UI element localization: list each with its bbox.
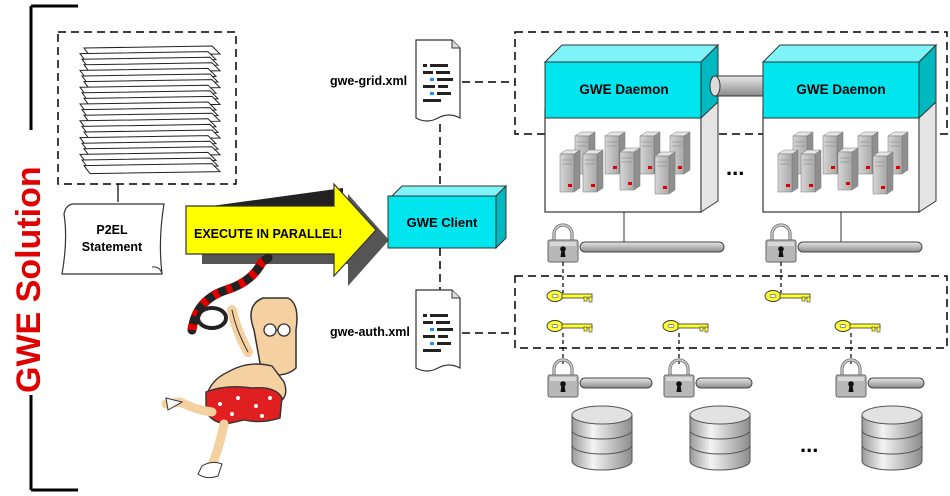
paper-sheet (83, 163, 222, 175)
key-icon (764, 290, 811, 303)
database-icon (861, 405, 923, 471)
document-stack-icon (79, 45, 222, 175)
server-cluster-1 (559, 131, 691, 195)
daemon-node-1: GWE Daemon (543, 43, 720, 213)
grid-xml-doc-icon (415, 39, 461, 122)
solution-bracket (29, 4, 78, 492)
key-icon (546, 290, 593, 303)
documents-group-border (57, 31, 237, 185)
execute-label: EXECUTE IN PARALLEL! (194, 227, 342, 241)
p2el-label-line1: P2EL (96, 223, 128, 237)
daemon-node-2: GWE Daemon (761, 43, 938, 213)
p2el-statement-shape: P2EL Statement (61, 203, 165, 275)
daemons-group-border (514, 31, 948, 135)
gwe-client-box: GWE Client (387, 184, 508, 250)
grid-xml-label: gwe-grid.xml (330, 74, 407, 88)
key-icon (546, 320, 593, 333)
key-icon (834, 320, 881, 333)
auth-xml-doc-icon (415, 289, 461, 372)
database-icon (689, 405, 751, 471)
db-2-lock-bar (662, 358, 753, 399)
solution-title: GWE Solution (10, 166, 48, 393)
auth-xml-label: gwe-auth.xml (330, 325, 410, 339)
gwe-client-label: GWE Client (407, 215, 478, 230)
daemon-1-lock-bar (546, 223, 725, 264)
dancing-character-illustration (161, 253, 298, 479)
db-3-lock-bar (834, 358, 925, 399)
database-icon (571, 405, 633, 471)
execute-arrow: EXECUTE IN PARALLEL! (185, 182, 389, 286)
p2el-label-line2: Statement (82, 240, 143, 254)
daemon-1-label: GWE Daemon (579, 82, 668, 97)
server-cluster-2 (777, 131, 909, 195)
daemon-2-label: GWE Daemon (796, 82, 885, 97)
keys-group-border (514, 275, 948, 349)
databases-ellipsis: ... (800, 432, 818, 457)
db-1-lock-bar (546, 358, 653, 399)
daemon-2-lock-bar (764, 223, 923, 264)
key-icon (662, 320, 709, 333)
daemon-link-pipe (709, 75, 766, 97)
daemons-ellipsis: ... (726, 155, 744, 180)
